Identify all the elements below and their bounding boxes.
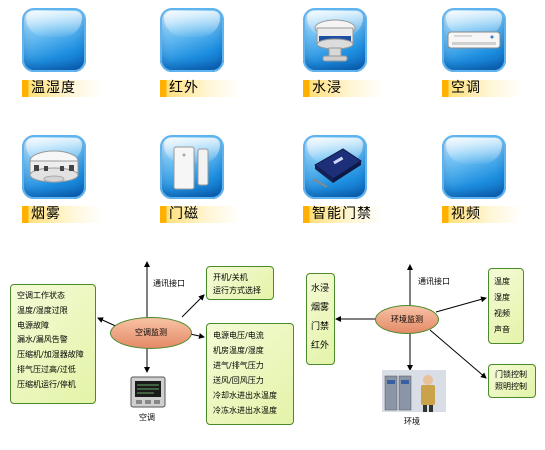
tile-label-access-control: 智能门禁 xyxy=(303,206,383,223)
air-conditioner-tile xyxy=(442,8,506,72)
env-output-item: 湿度 xyxy=(494,293,510,302)
ac-status-item: 压缩机/加湿器故障 xyxy=(17,350,84,360)
ac-status-item: 压缩机运行/停机 xyxy=(17,379,76,389)
env-sensor-item: 水浸 xyxy=(311,284,330,294)
ac-param-item: 送风/回风压力 xyxy=(213,376,264,385)
ac-monitor-label: 空调监测 xyxy=(135,328,167,337)
ac-status-item: 温度/湿度过限 xyxy=(17,305,68,315)
ac-param-item: 进气/排气压力 xyxy=(213,361,264,370)
env-control-item: 门锁控制 xyxy=(495,370,527,379)
env-output-box: 温度 湿度 视频 声音 xyxy=(488,268,524,344)
env-control-item: 照明控制 xyxy=(495,382,527,391)
ac-monitor-node: 空调监测 xyxy=(110,317,192,349)
ac-device-label: 空调 xyxy=(139,413,155,422)
ac-control-box: 开机/关机 运行方式选择 xyxy=(206,266,274,300)
right-port-label: 通讯接口 xyxy=(418,277,450,286)
door-magnet-tile xyxy=(160,135,224,199)
tile-label-temperature-humidity: 温湿度 xyxy=(22,80,102,97)
smoke-detector-icon xyxy=(29,150,79,183)
tile-label-infrared: 红外 xyxy=(160,80,240,97)
water-leak-tile xyxy=(303,8,367,72)
env-monitor-label: 环境监测 xyxy=(391,315,423,324)
ac-params-box: 电源电压/电流 机房温度/湿度 进气/排气压力 送风/回风压力 冷却水进出水温度… xyxy=(206,323,294,425)
tile-label-air-conditioner: 空调 xyxy=(442,80,522,97)
env-sensor-box: 水浸 烟雾 门禁 红外 xyxy=(306,273,335,365)
left-port-label: 通讯接口 xyxy=(153,279,185,288)
env-sensor-item: 门禁 xyxy=(311,322,330,332)
env-output-item: 视频 xyxy=(494,309,510,318)
smoke-tile xyxy=(22,135,86,199)
ac-status-box: 空调工作状态 温度/湿度过限 电源故障 漏水/漏风告警 压缩机/加湿器故障 排气… xyxy=(10,284,96,404)
infrared-tile xyxy=(160,8,224,72)
env-sensor-item: 红外 xyxy=(311,341,330,351)
tile-label-smoke: 烟雾 xyxy=(22,206,102,223)
env-output-item: 声音 xyxy=(494,325,510,334)
env-sensor-item: 烟雾 xyxy=(311,303,330,313)
ac-control-item: 开机/关机 xyxy=(213,273,248,282)
water-sensor-icon xyxy=(314,19,356,62)
ac-control-item: 运行方式选择 xyxy=(213,286,261,295)
video-tile xyxy=(442,135,506,199)
ac-param-item: 冷冻水进出水温度 xyxy=(213,406,277,415)
ac-param-item: 电源电压/电流 xyxy=(213,331,264,340)
ac-status-item: 空调工作状态 xyxy=(17,291,65,300)
access-controller-icon xyxy=(312,148,362,188)
env-monitor-node: 环境监测 xyxy=(375,305,439,334)
ac-controller-panel-icon xyxy=(130,376,166,408)
access-control-tile xyxy=(303,135,367,199)
ac-status-item: 电源故障 xyxy=(17,320,49,330)
ac-status-item: 排气压过高/过低 xyxy=(17,364,76,374)
env-device-label: 环境 xyxy=(404,417,420,426)
env-output-item: 温度 xyxy=(494,277,510,286)
tile-label-water-leak: 水浸 xyxy=(303,80,383,97)
env-control-box: 门锁控制 照明控制 xyxy=(488,364,536,398)
ac-status-item: 漏水/漏风告警 xyxy=(17,335,68,345)
server-room-person-icon xyxy=(382,370,446,412)
ac-param-item: 机房温度/湿度 xyxy=(213,346,264,355)
ac-param-item: 冷却水进出水温度 xyxy=(213,391,277,400)
tile-label-door-magnet: 门磁 xyxy=(160,206,240,223)
door-magnet-icon xyxy=(173,146,209,190)
temperature-humidity-tile xyxy=(22,8,86,72)
air-conditioner-icon xyxy=(447,31,501,49)
tile-label-video: 视频 xyxy=(442,206,522,223)
